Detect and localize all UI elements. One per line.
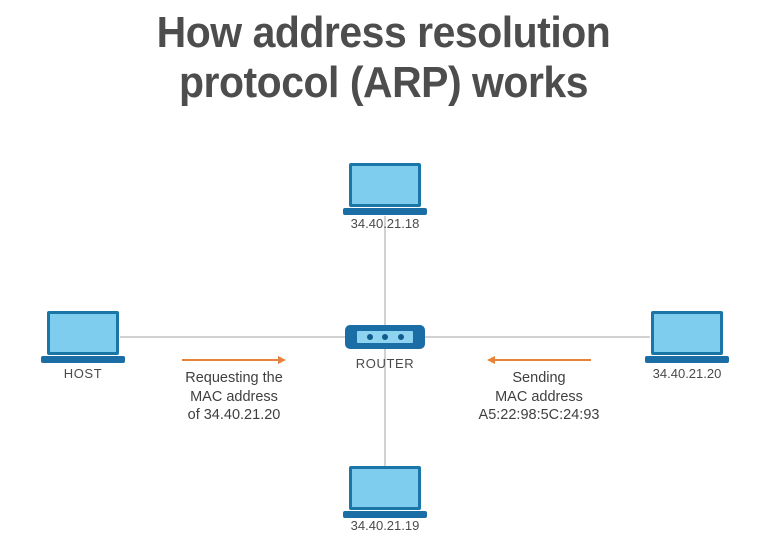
title-line-2: protocol (ARP) works <box>178 58 588 107</box>
device-left-laptop[interactable] <box>41 311 125 367</box>
laptop-base-icon <box>41 356 125 363</box>
laptop-base-icon <box>343 511 427 518</box>
caption-response-line-3: A5:22:98:5C:24:93 <box>478 407 600 423</box>
arrow-head-right-icon <box>278 356 286 364</box>
title-line-1: How address resolution <box>156 8 611 57</box>
device-router-label: ROUTER <box>355 356 415 371</box>
router-led-dot-icon <box>366 334 373 340</box>
router-led-strip-icon <box>357 331 413 343</box>
arrow-response-icon <box>487 354 591 366</box>
arrow-shaft <box>182 359 279 361</box>
link-router-to-bottom <box>384 344 386 476</box>
caption-request-line-2: MAC address <box>190 388 278 405</box>
laptop-base-icon <box>645 356 729 363</box>
link-router-to-right <box>424 336 650 338</box>
device-bottom-label: 34.40.21.19 <box>350 518 420 533</box>
arrow-request-icon <box>182 354 286 366</box>
device-bottom-laptop[interactable] <box>343 466 427 522</box>
device-router-icon[interactable] <box>345 325 425 349</box>
page-title: How address resolution protocol (ARP) wo… <box>27 8 740 108</box>
link-router-to-top <box>384 216 386 332</box>
laptop-base-icon <box>343 208 427 215</box>
router-led-dot-icon <box>397 334 404 340</box>
laptop-screen-icon <box>349 466 421 510</box>
device-top-label: 34.40.21.18 <box>350 216 420 231</box>
caption-request: Requesting the MAC address of 34.40.21.2… <box>154 369 314 425</box>
caption-request-line-1: Requesting the <box>185 370 283 386</box>
laptop-screen-icon <box>47 311 119 355</box>
device-right-label: 34.40.21.20 <box>652 366 722 381</box>
caption-response: Sending MAC address A5:22:98:5C:24:93 <box>459 369 619 425</box>
link-router-to-left <box>120 336 346 338</box>
device-top-laptop[interactable] <box>343 163 427 219</box>
arrow-shaft <box>494 359 591 361</box>
router-led-dot-icon <box>382 334 388 340</box>
caption-response-line-2: MAC address <box>495 388 583 405</box>
device-left-label: HOST <box>63 366 103 381</box>
arrow-head-left-icon <box>487 356 495 364</box>
caption-request-line-3: of 34.40.21.20 <box>187 407 281 423</box>
laptop-screen-icon <box>349 163 421 207</box>
caption-response-line-1: Sending <box>512 370 566 386</box>
laptop-screen-icon <box>651 311 723 355</box>
device-right-laptop[interactable] <box>645 311 729 367</box>
